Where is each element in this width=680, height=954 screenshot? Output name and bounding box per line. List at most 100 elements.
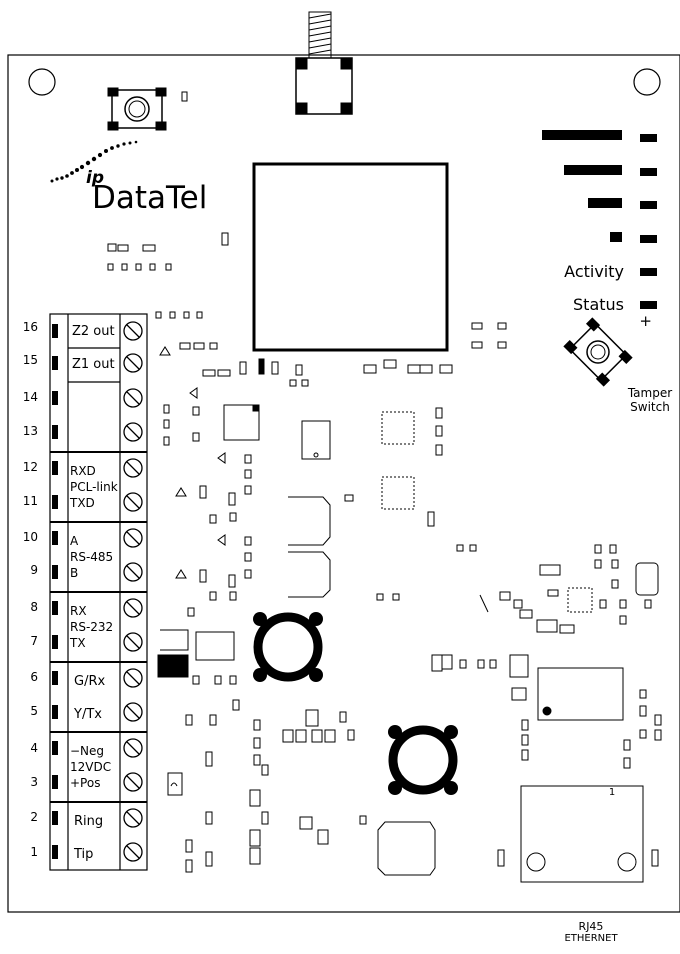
smd-pad bbox=[163, 404, 170, 414]
smd-pad bbox=[441, 654, 453, 670]
smd-pad bbox=[209, 514, 217, 524]
smd-pad bbox=[469, 544, 477, 552]
smd-pad bbox=[179, 342, 191, 350]
terminal-screw bbox=[123, 598, 143, 618]
pin-number: 3 bbox=[30, 775, 38, 789]
smd-pad bbox=[311, 729, 323, 743]
smd-pad bbox=[511, 687, 527, 701]
smd-pad bbox=[347, 729, 355, 741]
smd-pad bbox=[499, 591, 511, 601]
terminal-clamp bbox=[52, 845, 58, 859]
smd-pad bbox=[477, 659, 485, 669]
smd-pad bbox=[521, 749, 529, 761]
terminal-label-ring: Ring bbox=[74, 814, 104, 829]
terminal-screws bbox=[52, 321, 143, 862]
smd-pad bbox=[427, 511, 435, 527]
terminal-block bbox=[49, 313, 148, 871]
smd-pad bbox=[165, 263, 172, 271]
smd-pad bbox=[456, 544, 464, 552]
antenna-connector bbox=[295, 11, 353, 115]
pin-number: 1 bbox=[30, 845, 38, 859]
terminal-screw-slot bbox=[126, 811, 140, 825]
terminal-screw bbox=[123, 632, 143, 652]
terminal-screw bbox=[123, 842, 143, 862]
smd-pad bbox=[249, 847, 261, 865]
terminal-label-rx: RX bbox=[70, 604, 87, 618]
smd-pad bbox=[599, 599, 607, 609]
smd-pad bbox=[107, 263, 114, 271]
smd-pad bbox=[611, 579, 619, 589]
pin-number: 11 bbox=[22, 494, 38, 508]
board-outline bbox=[7, 54, 680, 913]
plus-label: + bbox=[639, 312, 652, 330]
terminal-label-tx: TX bbox=[70, 636, 86, 650]
terminal-screw bbox=[123, 808, 143, 828]
terminal-label-b: B bbox=[70, 566, 79, 580]
terminal-screw bbox=[123, 492, 143, 512]
triangle-marker bbox=[175, 569, 187, 579]
smd-pad bbox=[163, 419, 170, 429]
terminal-clamp bbox=[52, 531, 58, 545]
terminal-screw-slot bbox=[126, 775, 140, 789]
smd-pad bbox=[619, 599, 627, 609]
smd-pad bbox=[239, 361, 247, 375]
terminal-clamp bbox=[52, 741, 58, 755]
smd-pad bbox=[299, 816, 313, 830]
smd-pad bbox=[205, 811, 213, 825]
terminal-screw-slot bbox=[126, 391, 140, 405]
tamper-label-line1: Tamper bbox=[627, 386, 673, 400]
triangle-marker bbox=[189, 387, 198, 399]
smd-pad bbox=[594, 544, 602, 554]
smd-pad bbox=[229, 512, 237, 522]
terminal-label-pcl: PCL-link bbox=[70, 480, 118, 494]
smd-pad bbox=[183, 311, 190, 319]
smd-pad bbox=[261, 811, 269, 825]
mounting-hole-top-right bbox=[633, 68, 661, 96]
terminal-screw-slot bbox=[126, 495, 140, 509]
smd-pad bbox=[536, 619, 558, 633]
ethernet-label-line2: ETHERNET bbox=[564, 933, 618, 944]
terminal-label-tip: Tip bbox=[74, 847, 94, 862]
terminal-clamp bbox=[52, 391, 58, 405]
terminal-screw-slot bbox=[126, 531, 140, 545]
smd-pad bbox=[261, 764, 269, 776]
smd-pad bbox=[253, 754, 261, 766]
terminal-clamp bbox=[52, 565, 58, 579]
smd-pad bbox=[202, 369, 216, 377]
brand-name: DataTel bbox=[92, 180, 208, 216]
inductor-2 bbox=[388, 725, 458, 795]
smd-pad bbox=[271, 361, 279, 375]
smd-pad bbox=[539, 564, 561, 576]
smd-pad bbox=[363, 364, 377, 374]
pin-number: 5 bbox=[30, 704, 38, 718]
terminal-label-z1: Z1 out bbox=[72, 357, 115, 372]
smd-pad bbox=[295, 364, 303, 376]
smd-pad bbox=[228, 574, 236, 588]
smd-pad bbox=[611, 559, 619, 569]
terminal-clamp bbox=[52, 324, 58, 338]
terminal-screw-slot bbox=[126, 671, 140, 685]
terminal-label-z2: Z2 out bbox=[72, 324, 115, 339]
tamper-switch bbox=[563, 317, 633, 387]
terminal-screw bbox=[123, 702, 143, 722]
terminal-label-grx: G/Rx bbox=[74, 674, 106, 689]
smd-pad bbox=[419, 364, 433, 374]
ethernet-label-line1: RJ45 bbox=[578, 920, 604, 933]
terminal-clamp bbox=[52, 635, 58, 649]
smd-pad bbox=[107, 243, 117, 252]
pin-number: 4 bbox=[30, 741, 38, 755]
terminal-clamp bbox=[52, 495, 58, 509]
smd-pad bbox=[244, 536, 252, 546]
smd-pad bbox=[253, 719, 261, 731]
smd-pad bbox=[301, 379, 309, 387]
smd-pad bbox=[295, 729, 307, 743]
terminal-label-pos: +Pos bbox=[70, 776, 101, 790]
terminal-screw-slot bbox=[126, 845, 140, 859]
terminal-screw bbox=[123, 321, 143, 341]
terminal-clamp bbox=[52, 705, 58, 719]
terminal-screw bbox=[123, 353, 143, 373]
smd-pad bbox=[623, 739, 631, 751]
tamper-label-line2: Switch bbox=[630, 400, 670, 414]
